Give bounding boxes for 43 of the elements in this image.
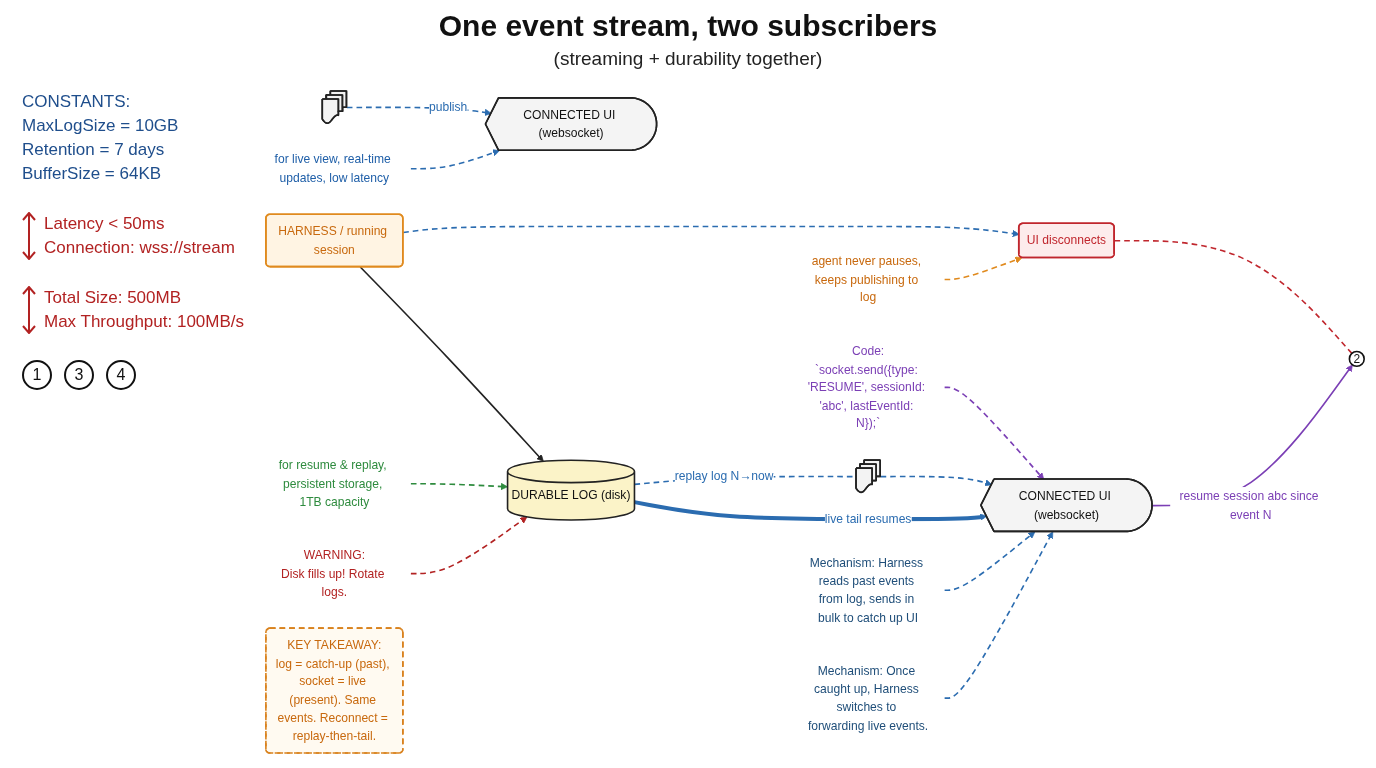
note-text: Retention = 7 days	[22, 139, 165, 161]
annotation-text: Mechanism: Harness reads past events from log, sends in bulk to catch up UI	[809, 555, 923, 624]
title-text: One event stream, two subscribers	[438, 8, 938, 44]
measure-text: Latency < 50ms	[44, 213, 165, 235]
callout-number: 4	[106, 360, 136, 390]
arrow	[943, 531, 1053, 699]
edge-label: resume session abc since event N	[1179, 488, 1319, 521]
monitor-node: CONNECTED UI (websocket)	[979, 478, 1153, 533]
arrow	[943, 386, 1044, 480]
arrow	[409, 149, 500, 170]
arrow	[943, 256, 1022, 281]
edge-label: live tail resumes	[824, 511, 911, 526]
measure-text: Total Size: 500MB	[44, 287, 181, 309]
edge-label: publish	[428, 99, 467, 114]
alert-box: UI disconnects	[1017, 222, 1115, 259]
edge-label: replay log N→now	[674, 468, 773, 483]
callout-number: 2	[1348, 350, 1365, 368]
annotation-text: agent never pauses, keeps publishing to log	[811, 253, 921, 304]
note-heading: CONSTANTS:	[22, 91, 131, 113]
annotation-text: Code: `socket.send({type: 'RESUME', sessionId: 'abc', lastEventId: N});`	[807, 343, 925, 430]
note-box: KEY TAKEAWAY: log = catch-up (past), socket = live (present). Same events. Reconnect = replay-then-tail.	[264, 627, 404, 754]
database-cylinder: DURABLE LOG (disk)	[506, 459, 635, 521]
document-stack-icon	[854, 459, 881, 494]
callout-number: 1	[22, 360, 52, 390]
annotation-text: WARNING: Disk fills up! Rotate logs.	[280, 548, 384, 598]
arrow	[943, 531, 1035, 591]
annotation-text: for live view, real-time updates, low latency	[274, 152, 391, 184]
monitor-node: CONNECTED UI (websocket)	[484, 97, 657, 151]
measure-text: Connection: wss://stream	[44, 237, 235, 259]
note-text: MaxLogSize = 10GB	[22, 115, 179, 137]
process-box: HARNESS / running session	[264, 213, 404, 268]
callout-number: 3	[64, 360, 94, 390]
subtitle-text: (streaming + durability together)	[553, 47, 823, 71]
arrow	[409, 516, 527, 575]
arrow	[879, 475, 992, 487]
annotation-text: for resume & replay, persistent storage, 1TB capacity	[278, 458, 387, 509]
arrow	[409, 482, 508, 491]
connector-line	[1113, 239, 1353, 355]
note-text: BufferSize = 64KB	[22, 163, 162, 185]
measure-text: Max Throughput: 100MB/s	[44, 311, 244, 333]
document-stack-icon	[320, 90, 347, 124]
arrow	[358, 266, 544, 462]
annotation-text: Mechanism: Once caught up, Harness switches to forwarding live events.	[807, 663, 928, 732]
